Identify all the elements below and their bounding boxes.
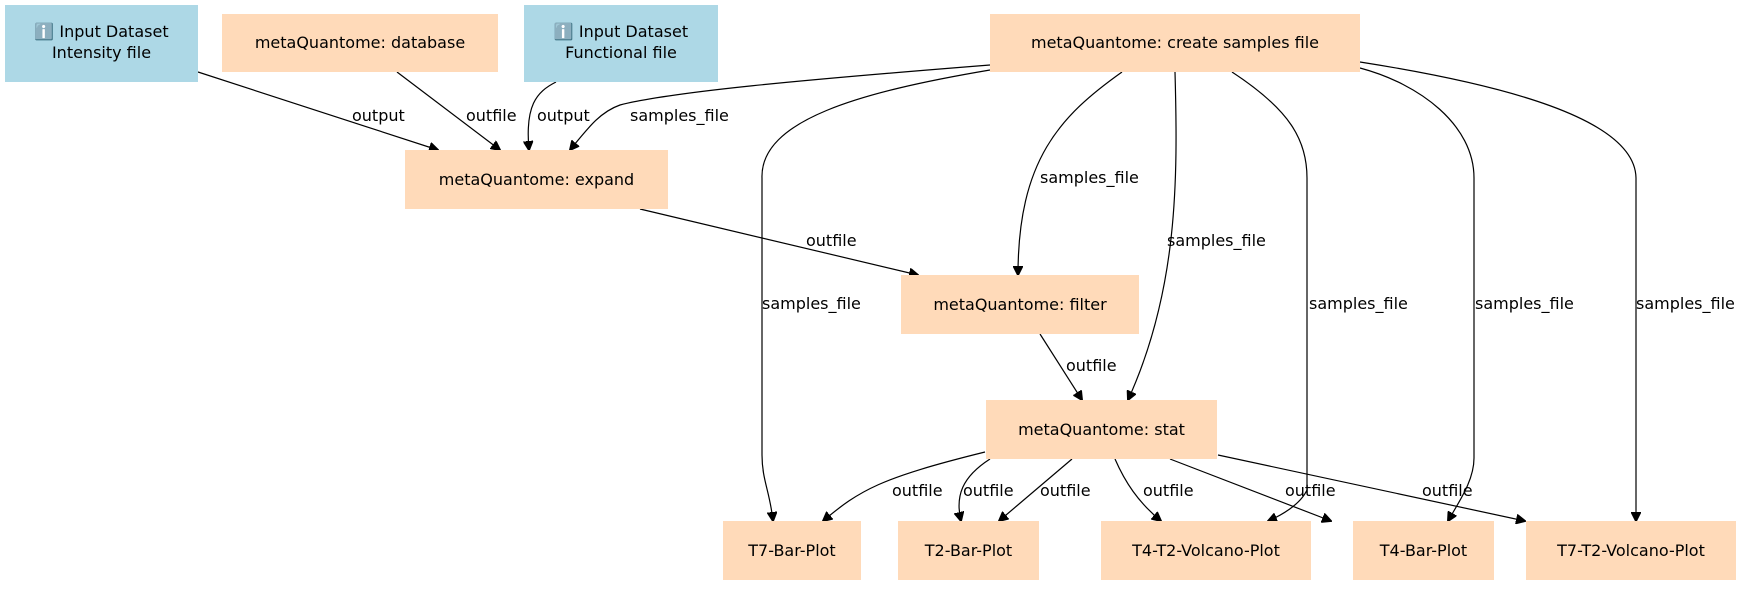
node-stat[interactable]: metaQuantome: stat bbox=[986, 400, 1217, 459]
edge-label: outfile bbox=[963, 481, 1014, 500]
edge-label: outfile bbox=[1422, 481, 1473, 500]
edge-create-to-stat: samples_file bbox=[1128, 71, 1266, 400]
node-label: metaQuantome: stat bbox=[1018, 420, 1185, 439]
edge-label: output bbox=[537, 106, 590, 125]
node-label-line2: Functional file bbox=[565, 43, 677, 62]
edge-stat-to-t7-bar: outfile bbox=[823, 451, 986, 521]
edge-label: samples_file bbox=[1475, 294, 1574, 314]
node-t2-bar-plot[interactable]: T2-Bar-Plot bbox=[898, 521, 1039, 580]
node-label: metaQuantome: create samples file bbox=[1031, 33, 1319, 52]
node-label-line2: Intensity file bbox=[52, 43, 151, 62]
node-t4-bar-plot[interactable]: T4-Bar-Plot bbox=[1353, 521, 1494, 580]
edge-database-to-expand: outfile bbox=[396, 71, 517, 150]
edge-create-to-t4-bar: samples_file bbox=[1359, 67, 1574, 521]
edge-label: samples_file bbox=[1309, 294, 1408, 314]
edge-stat-to-t4-t2-volcano: outfile bbox=[1114, 458, 1194, 521]
node-t4-t2-volcano-plot[interactable]: T4-T2-Volcano-Plot bbox=[1101, 521, 1311, 580]
node-t7-bar-plot[interactable]: T7-Bar-Plot bbox=[723, 521, 861, 580]
edge-create-to-t7-bar: samples_file bbox=[761, 69, 991, 521]
edge-stat-to-t2-bar-2: outfile bbox=[999, 458, 1091, 521]
node-label: T7-Bar-Plot bbox=[747, 541, 835, 560]
edge-create-to-filter: samples_file bbox=[1018, 71, 1139, 275]
node-label: T7-T2-Volcano-Plot bbox=[1556, 541, 1705, 560]
edge-stat-to-t7-t2-volcano: outfile bbox=[1217, 454, 1525, 521]
edge-label: outfile bbox=[466, 106, 517, 125]
edge-label: samples_file bbox=[1636, 294, 1735, 314]
node-input-functional-file[interactable]: ℹ️ Input Dataset Functional file bbox=[524, 5, 718, 82]
edge-create-to-t4-t2-volcano: samples_file bbox=[1231, 71, 1408, 521]
edge-label: outfile bbox=[892, 481, 943, 500]
edges: output outfile output samples_file sampl… bbox=[197, 61, 1735, 521]
edge-intensity-to-expand: output bbox=[197, 71, 438, 150]
edge-functional-to-expand: output bbox=[528, 81, 590, 150]
edge-create-to-t7-t2-volcano: samples_file bbox=[1359, 61, 1735, 521]
edge-label: samples_file bbox=[762, 294, 861, 314]
edge-label: outfile bbox=[1066, 356, 1117, 375]
node-t7-t2-volcano-plot[interactable]: T7-T2-Volcano-Plot bbox=[1526, 521, 1736, 580]
edge-create-to-expand: samples_file bbox=[570, 64, 991, 150]
node-create-samples-file[interactable]: metaQuantome: create samples file bbox=[990, 14, 1360, 72]
node-label: T2-Bar-Plot bbox=[924, 541, 1012, 560]
node-label: metaQuantome: expand bbox=[439, 170, 634, 189]
edge-expand-to-filter: outfile bbox=[639, 208, 918, 275]
node-label-line1: ℹ️ Input Dataset bbox=[34, 22, 168, 41]
node-label: T4-Bar-Plot bbox=[1379, 541, 1467, 560]
edge-label: outfile bbox=[1285, 481, 1336, 500]
node-label: metaQuantome: database bbox=[255, 33, 465, 52]
edge-label: outfile bbox=[1040, 481, 1091, 500]
edge-stat-to-t4-bar: outfile bbox=[1169, 458, 1336, 521]
edge-stat-to-t2-bar-1: outfile bbox=[959, 458, 1014, 521]
nodes: ℹ️ Input Dataset Intensity file metaQuan… bbox=[5, 5, 1736, 580]
node-input-intensity-file[interactable]: ℹ️ Input Dataset Intensity file bbox=[5, 5, 198, 82]
edge-label: samples_file bbox=[630, 106, 729, 126]
edge-label: outfile bbox=[806, 231, 857, 250]
node-filter[interactable]: metaQuantome: filter bbox=[901, 275, 1139, 334]
edge-label: outfile bbox=[1143, 481, 1194, 500]
node-expand[interactable]: metaQuantome: expand bbox=[405, 150, 668, 209]
node-label: T4-T2-Volcano-Plot bbox=[1131, 541, 1280, 560]
edge-label: samples_file bbox=[1167, 231, 1266, 251]
node-database[interactable]: metaQuantome: database bbox=[222, 14, 498, 72]
node-label-line1: ℹ️ Input Dataset bbox=[554, 22, 688, 41]
node-label: metaQuantome: filter bbox=[933, 295, 1107, 314]
edge-label: output bbox=[352, 106, 405, 125]
edge-label: samples_file bbox=[1040, 168, 1139, 188]
edge-filter-to-stat: outfile bbox=[1039, 333, 1117, 400]
